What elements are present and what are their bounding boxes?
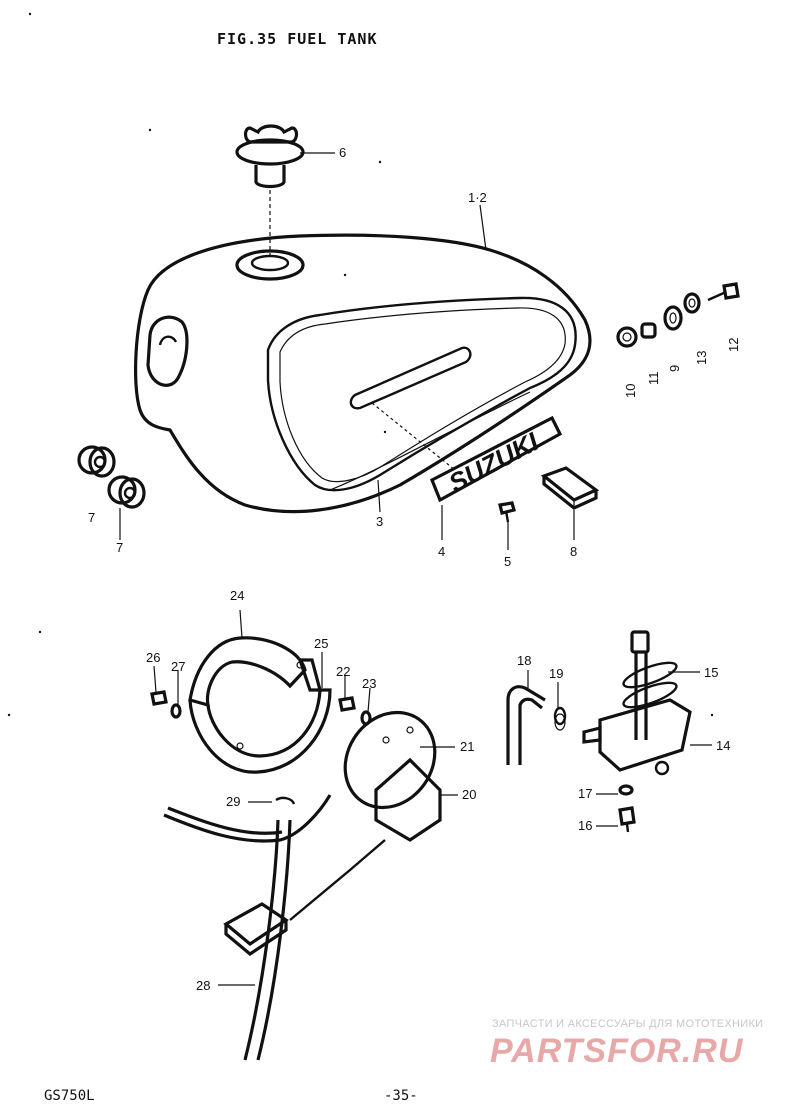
callout-27: 27: [171, 659, 185, 674]
fuel-tank: [134, 233, 592, 514]
callout-14: 14: [716, 738, 730, 753]
callout-22: 22: [336, 664, 350, 679]
callout-19: 19: [549, 666, 563, 681]
callout-7-b: 7: [116, 540, 123, 555]
front-cushions: [77, 445, 146, 509]
model-code: GS750L: [44, 1088, 95, 1104]
leader-lines: [119, 152, 712, 986]
callout-4: 4: [438, 544, 445, 559]
rubber-cushion-block: [540, 466, 600, 510]
fuel-cap: [235, 124, 305, 255]
watermark-tagline: ЗАПЧАСТИ И АКСЕССУАРЫ ДЛЯ МОТОТЕХНИКИ: [492, 1018, 764, 1030]
callout-26: 26: [146, 650, 160, 665]
callout-13: 13: [694, 351, 709, 365]
callout-1-2: 1·2: [468, 190, 487, 205]
callout-21: 21: [460, 739, 474, 754]
callout-3: 3: [376, 514, 383, 529]
page-number: -35-: [384, 1088, 418, 1104]
callout-16: 16: [578, 818, 592, 833]
callout-5: 5: [504, 554, 511, 569]
figure-title: FIG.35 FUEL TANK: [217, 30, 378, 48]
callout-17: 17: [578, 786, 592, 801]
callout-20: 20: [462, 787, 476, 802]
callout-10: 10: [623, 384, 638, 398]
callout-6: 6: [339, 145, 346, 160]
callout-12: 12: [726, 338, 741, 352]
shield-screws: [150, 690, 372, 726]
callout-29: 29: [226, 794, 240, 809]
callout-25: 25: [314, 636, 328, 651]
callout-11: 11: [646, 372, 661, 386]
callout-labels: 6 1·2 3 4 5 7 7 8 9 10 11 12 13 14 15 16…: [88, 145, 741, 993]
callout-18: 18: [517, 653, 531, 668]
watermark-logo: PARTSFOR.RU: [490, 1032, 744, 1070]
callout-15: 15: [704, 665, 718, 680]
callout-24: 24: [230, 588, 244, 603]
scan-specks: [7, 12, 714, 717]
fuel-cock: [582, 630, 692, 833]
rear-mount-hardware: [616, 282, 740, 348]
callout-28: 28: [196, 978, 210, 993]
callout-9: 9: [667, 365, 682, 372]
callout-7-a: 7: [88, 510, 95, 525]
callout-23: 23: [362, 676, 376, 691]
emblem-text: SUZUKI: [444, 426, 544, 498]
emblem-screw: [498, 501, 516, 523]
fuel-hose: [163, 794, 332, 1061]
fuel-gauge-unit: [223, 710, 442, 956]
gauge-shield: [188, 636, 332, 774]
callout-8: 8: [570, 544, 577, 559]
fuel-cock-hose: [506, 685, 567, 765]
